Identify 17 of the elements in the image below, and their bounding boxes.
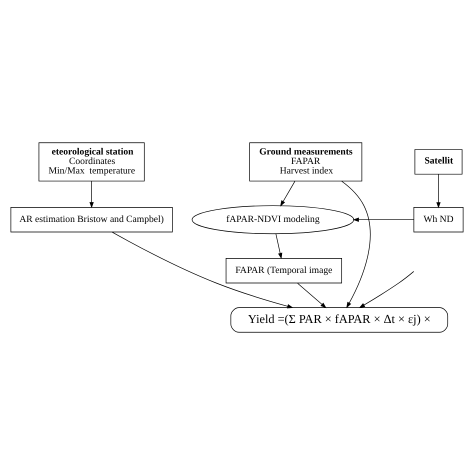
arrow [352, 217, 414, 222]
node-box: Ground measurements FAPAR Harvest index [249, 142, 362, 181]
node-box: eteorological station Coordinates Min/Max temperature [38, 142, 145, 181]
arrow [276, 233, 282, 259]
arrow [341, 180, 371, 308]
arrow [280, 180, 296, 206]
arrow [358, 270, 414, 308]
arrow [436, 173, 441, 208]
arrow [89, 180, 94, 208]
arrow [297, 282, 327, 308]
node-ellipse: fAPAR-NDVI modeling [192, 204, 354, 234]
node-box: Yield =(Σ PAR × fAPAR × Δt × εj) × [230, 306, 448, 332]
node-box: Wh ND [414, 206, 464, 232]
node-box: Satellit [414, 148, 462, 174]
arrow [112, 231, 294, 308]
node-box: FAPAR (Temporal image [226, 258, 342, 283]
node-box: AR estimation Bristow and Campbel) [10, 206, 173, 232]
